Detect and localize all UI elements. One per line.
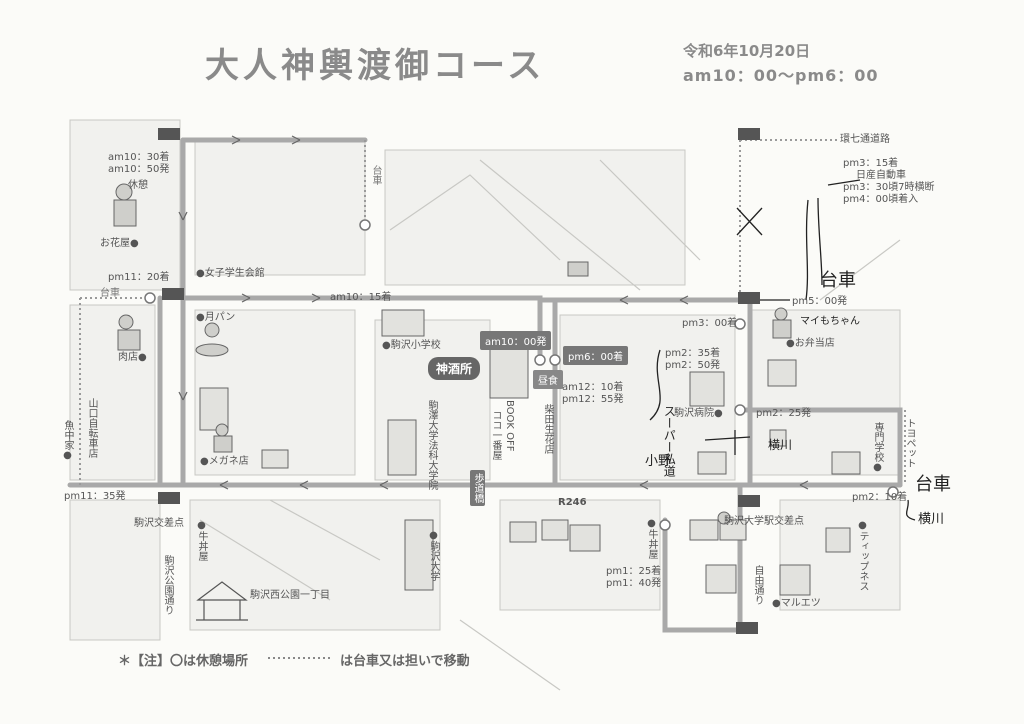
park-label: 駒沢西公園一丁目 (250, 590, 330, 601)
shop-label: 肉店● (118, 352, 147, 363)
legend-note-dotted: は台車又は担いで移動 (340, 654, 470, 669)
shop-label: ココ一番屋 (490, 410, 501, 460)
pedestrian-bridge-label: 歩道橋 (470, 470, 485, 506)
shop-label: ●マルエツ (772, 598, 821, 609)
crossing-label: 駒沢大学駅交差点 (724, 516, 804, 527)
time-label: pm3：15着 (843, 158, 899, 169)
handwritten-note: 小野 (645, 454, 672, 469)
hospital-label: 駒沢病院● (674, 408, 723, 419)
time-label: pm4：00頃着入 (843, 194, 919, 205)
crossing-label: 駒沢交差点 (134, 518, 184, 529)
school-label: 専門学校● (872, 422, 883, 473)
school-label: 駒澤大学法科大学院 (426, 400, 437, 490)
shop-label: 山口自転車店 (86, 398, 97, 458)
time-label: pm2：10着 (852, 492, 908, 503)
lunch-box: 昼食 (533, 370, 563, 389)
map-title: 大人神輿渡御コース (205, 46, 546, 86)
shrine-label: 神酒所 (428, 357, 481, 380)
time-label: pm11：20着 (108, 272, 170, 283)
time-label: am10：30着 (108, 152, 170, 163)
handwritten-note: 横川 (768, 438, 793, 452)
end-time-box: pm6：00着 (563, 346, 629, 365)
shop-label: お花屋● (100, 238, 139, 249)
time-label: pm2：25発 (756, 408, 812, 419)
time-label: pm3：00着 (682, 318, 738, 329)
handwritten-note: 台車 (915, 474, 951, 495)
shop-label: 魚中家● (62, 420, 73, 461)
handwritten-note: スーパー私道 (662, 405, 677, 477)
school-label: ●駒沢大学 (428, 530, 439, 581)
shop-label: BOOK OFF (504, 400, 515, 452)
time-label: pm12：55発 (562, 394, 624, 405)
time-label: pm5：00発 (792, 296, 848, 307)
shop-label: ●メガネ店 (200, 456, 249, 467)
handwritten-note: 台車 (820, 270, 856, 291)
road-label: 環七通道路 (840, 134, 890, 145)
time-label: pm2：50発 (665, 360, 721, 371)
time-label: pm2：35着 (665, 348, 721, 359)
shop-label: ●お弁当店 (786, 338, 835, 349)
handwritten-note: マイもちゃん (800, 316, 860, 327)
time-label: pm1：25着 (606, 566, 662, 577)
time-label: am12：10着 (562, 382, 624, 393)
time-label: pm3：30頃7時横断 (843, 182, 935, 193)
time-label: am10：50発 (108, 164, 170, 175)
shop-label: ●牛丼屋 (196, 520, 207, 561)
event-time: am10：00～pm6：00 (683, 66, 879, 85)
shop-label: ●牛丼屋 (646, 518, 657, 559)
start-time-box: am10：00発 (480, 331, 552, 350)
daisha-label: 台車 (370, 165, 381, 185)
road-label: 駒沢公園通り (162, 555, 173, 615)
event-date: 令和6年10月20日 (683, 42, 811, 60)
school-label: ●駒沢小学校 (382, 340, 441, 351)
time-label: pm11：35発 (64, 491, 126, 502)
shop-label: トヨペット (904, 418, 915, 468)
place-label: ●女子学生会館 (196, 268, 265, 279)
time-label: am10：15着 (330, 292, 392, 303)
shop-label: 柴田生花店 (542, 404, 553, 454)
road-label: 自由通り (752, 565, 763, 605)
route-number-label: R246 (558, 497, 587, 508)
time-label: pm1：40発 (606, 578, 662, 589)
shop-label: ●ティップネス (857, 520, 868, 591)
daisha-label: 台車 (100, 288, 120, 299)
rest-label: 休憩 (128, 180, 148, 191)
legend-note: ＊【注】〇は休憩場所 (118, 654, 249, 669)
shop-label: ●月パン (196, 312, 236, 323)
place-label: 日産自動車 (856, 170, 906, 181)
handwritten-note: 横川 (918, 512, 945, 527)
